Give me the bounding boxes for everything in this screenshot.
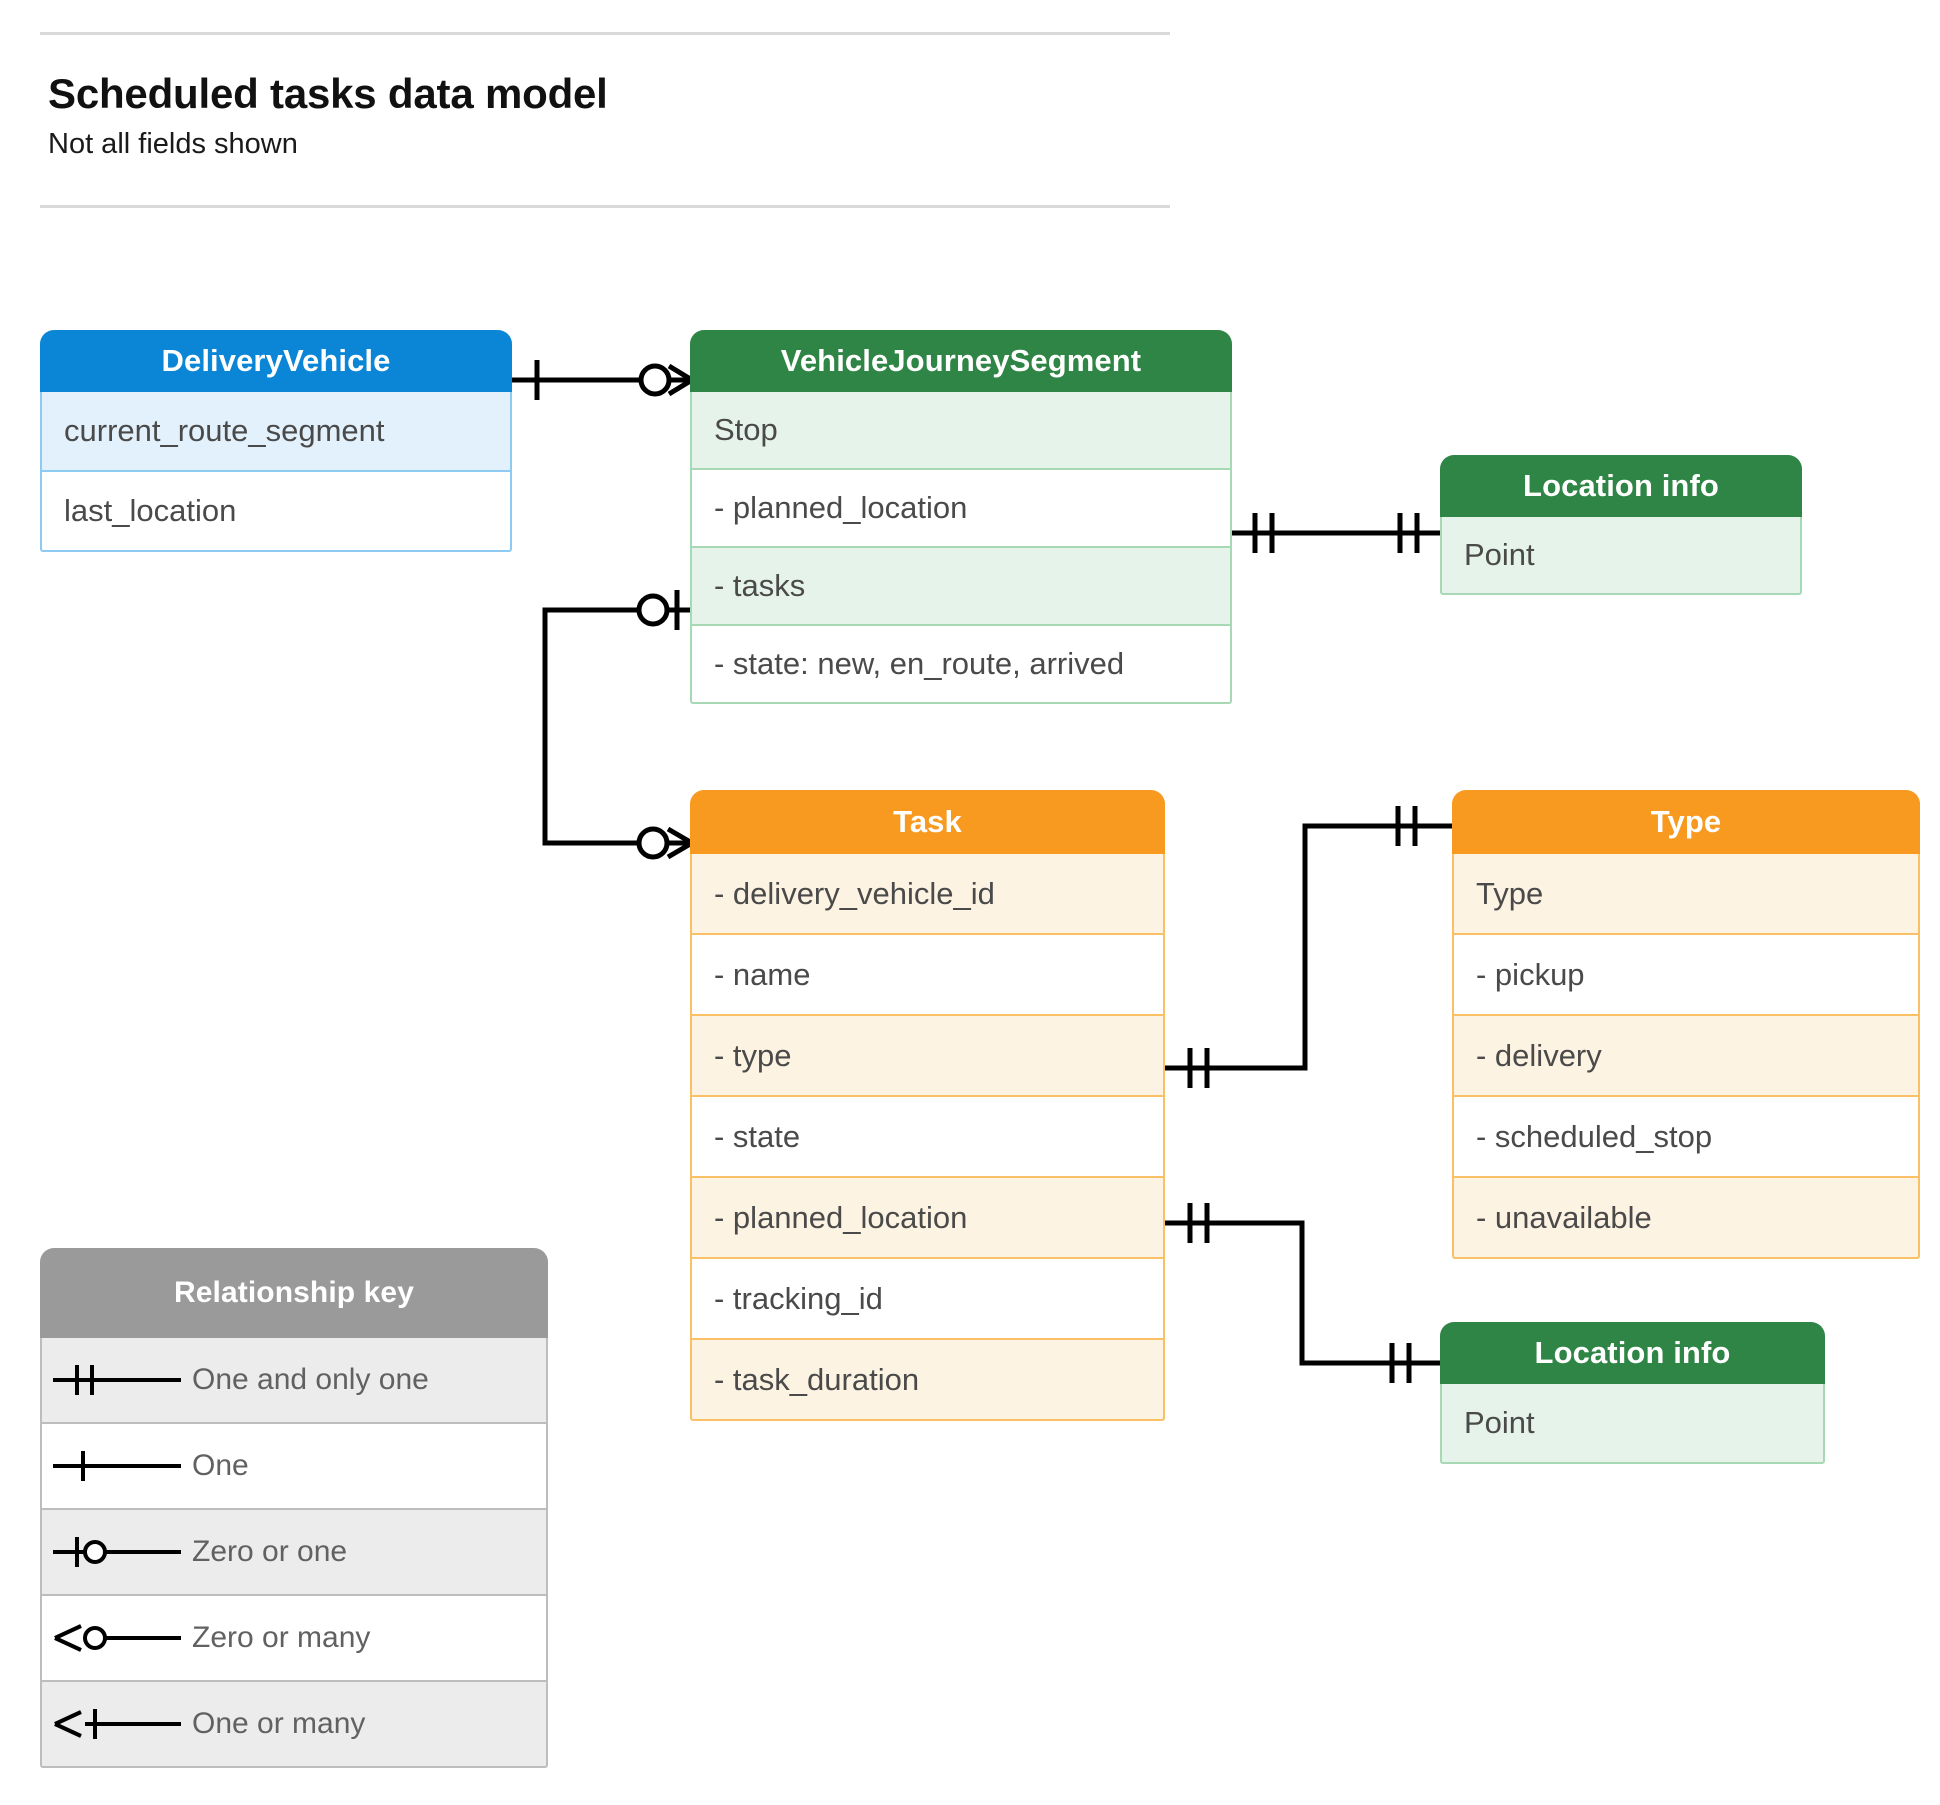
field-task-duration[interactable]: - task_duration [690,1340,1165,1421]
field-type[interactable]: - type [690,1016,1165,1097]
field-point[interactable]: Point [1440,1384,1825,1464]
entity-location-info-bottom-header: Location info [1440,1322,1825,1384]
legend-relationship-key[interactable]: Relationship key One and only one [40,1248,548,1768]
entity-title: Location info [1534,1335,1731,1370]
field-planned-location[interactable]: - planned_location [690,1178,1165,1259]
field-label: - name [714,956,811,992]
entity-task[interactable]: Task - delivery_vehicle_id - name - type… [690,790,1165,1421]
one-and-only-one-icon [42,1360,192,1400]
field-current-route-segment[interactable]: current_route_segment [40,392,512,472]
field-label: - scheduled_stop [1476,1118,1713,1154]
page-title: Scheduled tasks data model [48,70,608,117]
field-label: - task_duration [714,1361,920,1397]
header-divider-top [40,32,1170,35]
field-label: current_route_segment [64,413,385,448]
field-tasks[interactable]: - tasks [690,548,1232,626]
legend-item-one-or-many[interactable]: One or many [40,1682,548,1768]
legend-item-zero-or-many[interactable]: Zero or many [40,1596,548,1682]
field-label: - state [714,1118,801,1154]
field-label: Point [1464,537,1535,572]
entity-type-header: Type [1452,790,1920,854]
legend-item-label: One and only one [192,1363,429,1396]
zero-or-many-icon [42,1618,192,1658]
entity-delivery-vehicle-header: DeliveryVehicle [40,330,512,392]
field-type-value[interactable]: Type [1452,854,1920,935]
zero-or-one-icon [42,1532,192,1572]
entity-title: DeliveryVehicle [161,343,391,378]
entity-location-info-top-header: Location info [1440,455,1802,517]
field-scheduled-stop[interactable]: - scheduled_stop [1452,1097,1920,1178]
entity-vehicle-journey-segment-header: VehicleJourneySegment [690,330,1232,392]
field-label: - pickup [1476,956,1585,992]
field-label: - planned_location [714,1199,968,1235]
entity-vehicle-journey-segment[interactable]: VehicleJourneySegment Stop - planned_loc… [690,330,1232,704]
one-icon [42,1446,192,1486]
field-label: Type [1476,875,1544,911]
legend-item-label: One or many [192,1707,366,1740]
field-label: - delivery [1476,1037,1602,1073]
entity-type[interactable]: Type Type - pickup - delivery - schedule… [1452,790,1920,1259]
one-or-many-icon [42,1704,192,1744]
field-tracking-id[interactable]: - tracking_id [690,1259,1165,1340]
field-pickup[interactable]: - pickup [1452,935,1920,1016]
field-state[interactable]: - state [690,1097,1165,1178]
legend-item-one-and-only-one[interactable]: One and only one [40,1338,548,1424]
field-unavailable[interactable]: - unavailable [1452,1178,1920,1259]
field-point[interactable]: Point [1440,517,1802,595]
entity-location-info-top[interactable]: Location info Point [1440,455,1802,595]
entity-title: Type [1650,804,1722,839]
field-planned-location[interactable]: - planned_location [690,470,1232,548]
entity-task-header: Task [690,790,1165,854]
entity-location-info-bottom[interactable]: Location info Point [1440,1322,1825,1464]
field-label: - unavailable [1476,1199,1652,1235]
legend-item-label: Zero or many [192,1621,371,1654]
field-label: Stop [714,412,778,447]
entity-title: Location info [1523,468,1719,503]
legend-header: Relationship key [40,1248,548,1338]
legend-item-one[interactable]: One [40,1424,548,1510]
field-last-location[interactable]: last_location [40,472,512,552]
field-stop[interactable]: Stop [690,392,1232,470]
field-state[interactable]: - state: new, en_route, arrived [690,626,1232,704]
field-label: - state: new, en_route, arrived [714,646,1125,681]
field-name[interactable]: - name [690,935,1165,1016]
legend-item-zero-or-one[interactable]: Zero or one [40,1510,548,1596]
entity-title: VehicleJourneySegment [780,343,1142,378]
legend-item-label: One [192,1449,249,1482]
field-label: Point [1464,1405,1535,1440]
entity-title: Task [893,804,962,839]
field-delivery-vehicle-id[interactable]: - delivery_vehicle_id [690,854,1165,935]
field-delivery[interactable]: - delivery [1452,1016,1920,1097]
field-label: last_location [64,493,237,528]
field-label: - tasks [714,568,806,603]
field-label: - tracking_id [714,1280,883,1316]
entity-delivery-vehicle[interactable]: DeliveryVehicle current_route_segment la… [40,330,512,552]
header-divider-bottom [40,205,1170,208]
page-subtitle: Not all fields shown [48,128,298,160]
field-label: - delivery_vehicle_id [714,875,995,911]
legend-title: Relationship key [173,1276,414,1309]
legend-item-label: Zero or one [192,1535,348,1568]
field-label: - planned_location [714,490,968,525]
field-label: - type [714,1037,792,1073]
